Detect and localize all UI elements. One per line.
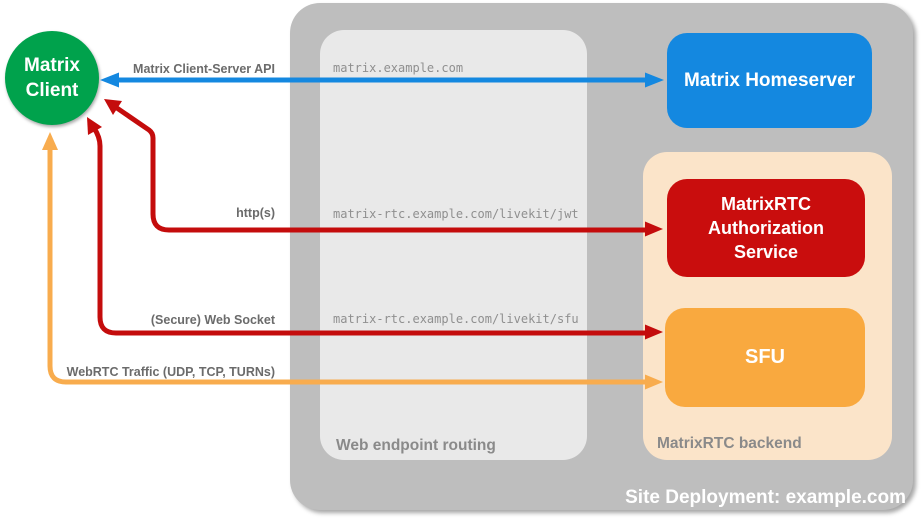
matrix-client-label: Matrix Client bbox=[24, 55, 80, 101]
webrtc-arrow-label: WebRTC Traffic (UDP, TCP, TURNs) bbox=[66, 365, 275, 379]
matrixrtc-authorization-service-label: MatrixRTC Authorization Service bbox=[708, 194, 824, 262]
livekit-jwt-route-url: matrix-rtc.example.com/livekit/jwt bbox=[333, 207, 579, 221]
livekit-sfu-route-url: matrix-rtc.example.com/livekit/sfu bbox=[333, 312, 579, 326]
matrix-route-url: matrix.example.com bbox=[333, 61, 464, 75]
http-arrow-label: http(s) bbox=[236, 206, 275, 220]
sfu-node: SFU bbox=[665, 308, 865, 407]
client-server-api-arrow-label: Matrix Client-Server API bbox=[133, 62, 275, 76]
web-endpoint-routing-label: Web endpoint routing bbox=[336, 437, 496, 454]
site-deployment-label: Site Deployment: example.com bbox=[625, 487, 906, 508]
web-endpoint-routing-container bbox=[320, 30, 587, 460]
matrix-homeserver-label: Matrix Homeserver bbox=[683, 69, 856, 91]
matrixrtc-backend-label: MatrixRTC backend bbox=[657, 435, 802, 452]
matrixrtc-authorization-service-node: MatrixRTC Authorization Service bbox=[667, 179, 865, 277]
sfu-label: SFU bbox=[745, 346, 785, 368]
matrix-homeserver-node: Matrix Homeserver bbox=[667, 33, 872, 128]
matrix-client-node: Matrix Client bbox=[5, 31, 99, 125]
websocket-arrow-label: (Secure) Web Socket bbox=[150, 313, 275, 327]
